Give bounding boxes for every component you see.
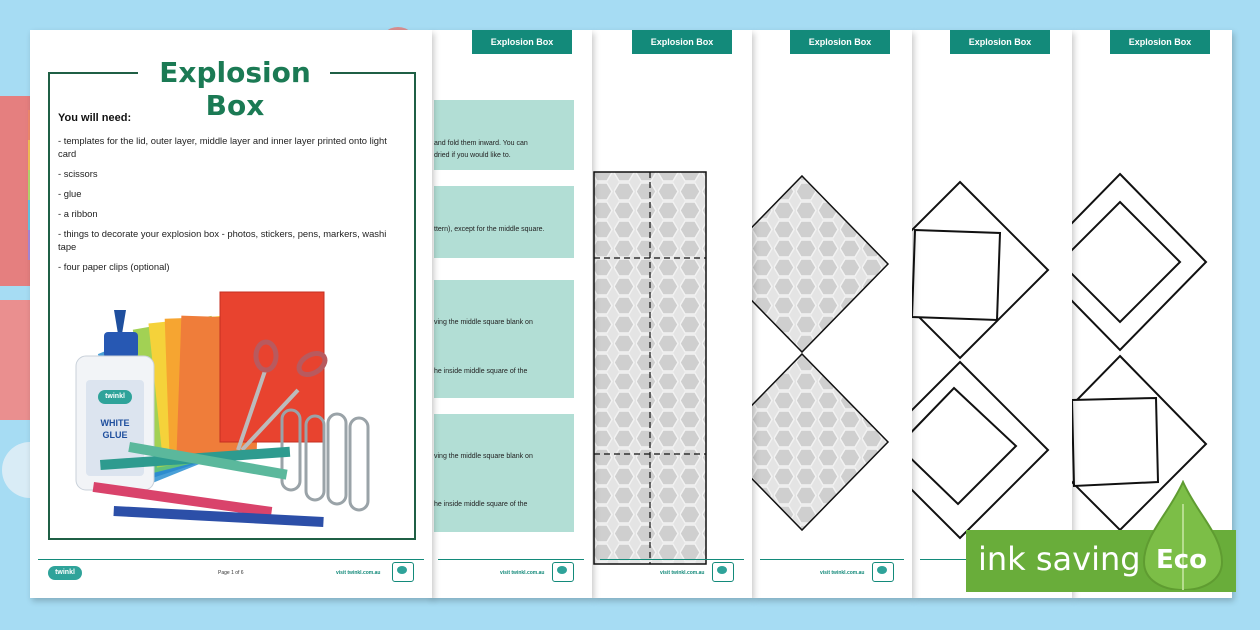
instruction-text: and fold them inward. You can (434, 140, 528, 147)
footer-line (38, 559, 424, 560)
footer-logo-icon (712, 562, 734, 582)
page-title: Explosion Box (159, 56, 311, 122)
instruction-block (434, 100, 574, 170)
hex-pattern-template (593, 171, 707, 565)
page-header-tab: Explosion Box (632, 30, 732, 54)
instruction-text: dried if you would like to. (434, 152, 511, 159)
list-item: - glue (58, 188, 82, 199)
page-3: Explosion Box visit twinkl.com.au (592, 30, 752, 598)
footer-line (438, 559, 584, 560)
page-5: Explosion Box (912, 30, 1072, 598)
page-4: Explosion Box visit twinkl.com.au (752, 30, 912, 598)
eco-label: Eco (1156, 545, 1208, 575)
instruction-text: ving the middle square blank on (434, 319, 533, 326)
markers-icon (92, 442, 324, 527)
nested-diamond-template (1072, 172, 1208, 532)
glue-brand-label: twinkl (98, 390, 132, 404)
footer-logo-icon (552, 562, 574, 582)
page-header-tab: Explosion Box (472, 30, 572, 54)
footer-logo-icon (872, 562, 894, 582)
list-item: - templates for the lid, outer layer, mi… (58, 135, 387, 159)
instruction-block (434, 414, 574, 532)
footer-url: visit twinkl.com.au (820, 570, 865, 576)
frame-top-right (330, 72, 414, 74)
eco-badge-text: ink saving (978, 540, 1141, 578)
materials-heading: You will need: (58, 112, 132, 124)
scissors-icon (236, 339, 328, 452)
footer-logo-icon (392, 562, 414, 582)
list-item: - scissors (58, 168, 98, 179)
footer-url: visit twinkl.com.au (660, 570, 705, 576)
page-number: Page 1 of 6 (218, 570, 244, 576)
page-header-tab: Explosion Box (1110, 30, 1210, 54)
instruction-block (434, 280, 574, 398)
leaf-drop-icon (1142, 480, 1224, 590)
footer-line (600, 559, 744, 560)
footer-url: visit twinkl.com.au (336, 570, 381, 576)
instruction-block (434, 186, 574, 258)
list-item: - things to decorate your explosion box … (58, 228, 387, 252)
frame-top-left (48, 72, 138, 74)
page-6: Explosion Box (1072, 30, 1232, 598)
glue-label-line2: GLUE (102, 430, 128, 440)
page-header-tab: Explosion Box (950, 30, 1050, 54)
instruction-text: he inside middle square of the (434, 368, 528, 375)
materials-list: - templates for the lid, outer layer, mi… (58, 134, 404, 280)
instruction-text: he inside middle square of the (434, 501, 528, 508)
instruction-text: ving the middle square blank on (434, 453, 533, 460)
page-1-front: Explosion Box You will need: - templates… (30, 30, 432, 598)
glue-label-line1: WHITE (100, 418, 130, 428)
hex-diamond-template (752, 174, 890, 532)
page-header-tab: Explosion Box (790, 30, 890, 54)
craft-supplies-illustration (75, 291, 370, 527)
page-2: Explosion Box and fold them inward. You … (430, 30, 592, 598)
list-item: - a ribbon (58, 208, 98, 219)
footer-line (760, 559, 904, 560)
instruction-text: ttern), except for the middle square. (434, 226, 545, 233)
twinkl-logo: twinkl (48, 566, 82, 580)
content-frame (48, 72, 416, 540)
list-item: - four paper clips (optional) (58, 261, 170, 272)
square-diamond-template (912, 180, 1050, 540)
ink-saving-badge: ink saving Eco (966, 480, 1246, 592)
footer-url: visit twinkl.com.au (500, 570, 545, 576)
